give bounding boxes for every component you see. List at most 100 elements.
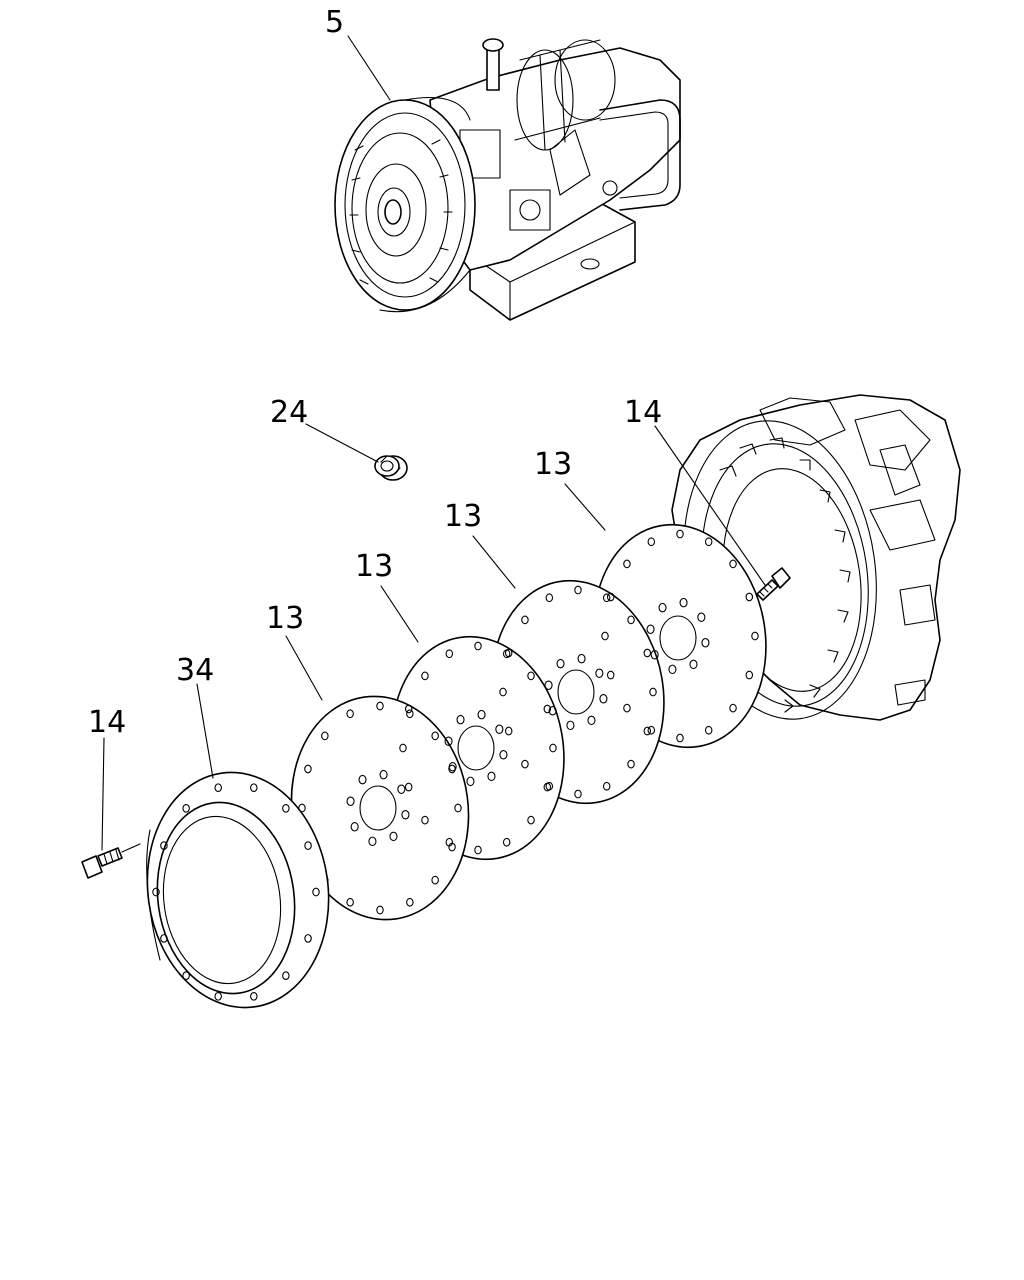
plate-outer-hole [504, 726, 513, 736]
plate-inner-hole [577, 653, 586, 664]
plate-inner-hole [697, 612, 706, 622]
plate-outer-hole [623, 559, 631, 569]
plate-inner-hole [701, 638, 710, 648]
plate-outer-hole [448, 764, 456, 774]
plate-outer-hole [647, 537, 656, 547]
plate-inner-hole [389, 831, 398, 842]
ring-hole [282, 971, 290, 981]
plate-outer-hole [474, 845, 482, 855]
plate-inner-hole [689, 659, 698, 670]
plate-outer-hole [606, 670, 615, 680]
plate-inner-hole [358, 774, 367, 785]
callout-bolt-left: 14 [88, 705, 126, 740]
plate-outer-hole [521, 759, 529, 769]
plate-outer-hole [574, 585, 582, 595]
plate-outer-hole [729, 703, 737, 713]
plate-outer-hole [431, 731, 439, 741]
callout-transmission: 5 [325, 5, 344, 40]
plate-inner-hole [466, 776, 475, 787]
ring-hole [160, 934, 168, 943]
plate-inner-hole [368, 836, 377, 847]
plate-inner-hole [650, 650, 659, 660]
plate-outer-hole [448, 842, 456, 852]
plate-inner-hole [556, 658, 565, 669]
ring-hole [250, 991, 258, 1001]
plate-outer-hole [404, 782, 413, 792]
plate-outer-hole [751, 631, 759, 641]
ring-bolt-holes [152, 783, 320, 1001]
plate-outer-hole [623, 703, 631, 713]
plate-outer-hole [445, 649, 454, 659]
ring-hole [214, 783, 222, 793]
plate-inner-hole [566, 720, 575, 731]
plate-inner-hole [544, 680, 553, 690]
plate-inner-hole [548, 706, 557, 716]
plate-outer-hole [346, 709, 354, 719]
callout-bolt-right: 14 [624, 395, 662, 430]
plate-outer-hole [627, 615, 635, 625]
plate-inner-hole [444, 736, 453, 746]
plate-outer-hole [406, 709, 414, 719]
ring-hole [182, 971, 190, 981]
plate-inner-hole [668, 664, 677, 675]
plate-outer-hole [406, 897, 414, 907]
plate-outer-hole [474, 641, 482, 651]
leader-lines [101, 35, 766, 851]
plate-outer-hole [549, 743, 557, 753]
plate-inner-hole [487, 771, 496, 782]
plate-outer-hole [602, 781, 611, 791]
bolt-right-part [756, 567, 791, 601]
plate-outer-hole [543, 704, 552, 714]
plate-outer-hole [574, 789, 582, 799]
ring-hole [282, 803, 290, 813]
plate-outer-hole [602, 593, 611, 603]
plate-outer-hole [321, 731, 329, 741]
plate-outer-hole [421, 815, 429, 825]
plate-outer-hole [745, 670, 754, 680]
plate-inner-hole [599, 694, 608, 704]
plate-inner-hole [499, 750, 508, 760]
plate-outer-hole [627, 759, 635, 769]
plate-outer-hole [643, 726, 652, 736]
plate-inner-hole [346, 796, 355, 806]
plate-inner-hole [595, 668, 604, 678]
plate-inner-hole [495, 724, 504, 734]
plate-outer-hole [704, 537, 713, 547]
plate-outer-hole [421, 671, 429, 681]
callout-adapter-ring: 34 [176, 653, 214, 688]
plate-outer-hole [543, 782, 552, 792]
plate-outer-hole [676, 529, 684, 539]
plate-inner-hole [350, 822, 359, 832]
ring-hole [304, 841, 312, 850]
plate-outer-hole [606, 592, 615, 602]
plate-inner-hole [658, 602, 667, 613]
ring-hole [214, 991, 222, 1001]
plate-outer-hole [454, 803, 462, 813]
plate-inner-hole [379, 769, 388, 780]
plate-outer-hole [704, 725, 713, 735]
plate-outer-hole [502, 649, 511, 659]
plate-outer-hole [346, 897, 354, 907]
plate-outer-hole [729, 559, 737, 569]
plate-outer-hole [601, 631, 609, 641]
callout-plate-c: 13 [444, 499, 482, 534]
plate-outer-hole [676, 733, 684, 743]
plate-outer-hole [745, 592, 754, 602]
plate-inner-hole [679, 597, 688, 608]
ring-hole [312, 887, 320, 897]
plate-outer-hole [399, 743, 407, 753]
ring-hole [250, 783, 258, 793]
plate-outer-hole [376, 905, 384, 915]
plate-inner-hole [401, 810, 410, 820]
ring-hole [160, 841, 168, 850]
plate-inner-hole [646, 624, 655, 634]
callout-plate-d: 13 [534, 447, 572, 482]
flex-plate-1 [290, 695, 470, 921]
callout-plug: 24 [270, 395, 308, 430]
plate-outer-hole [649, 687, 657, 697]
plate-outer-hole [431, 875, 439, 885]
bolt-left-part [81, 843, 141, 879]
plate-outer-hole [527, 671, 535, 681]
plate-bolt-holes [298, 529, 759, 915]
